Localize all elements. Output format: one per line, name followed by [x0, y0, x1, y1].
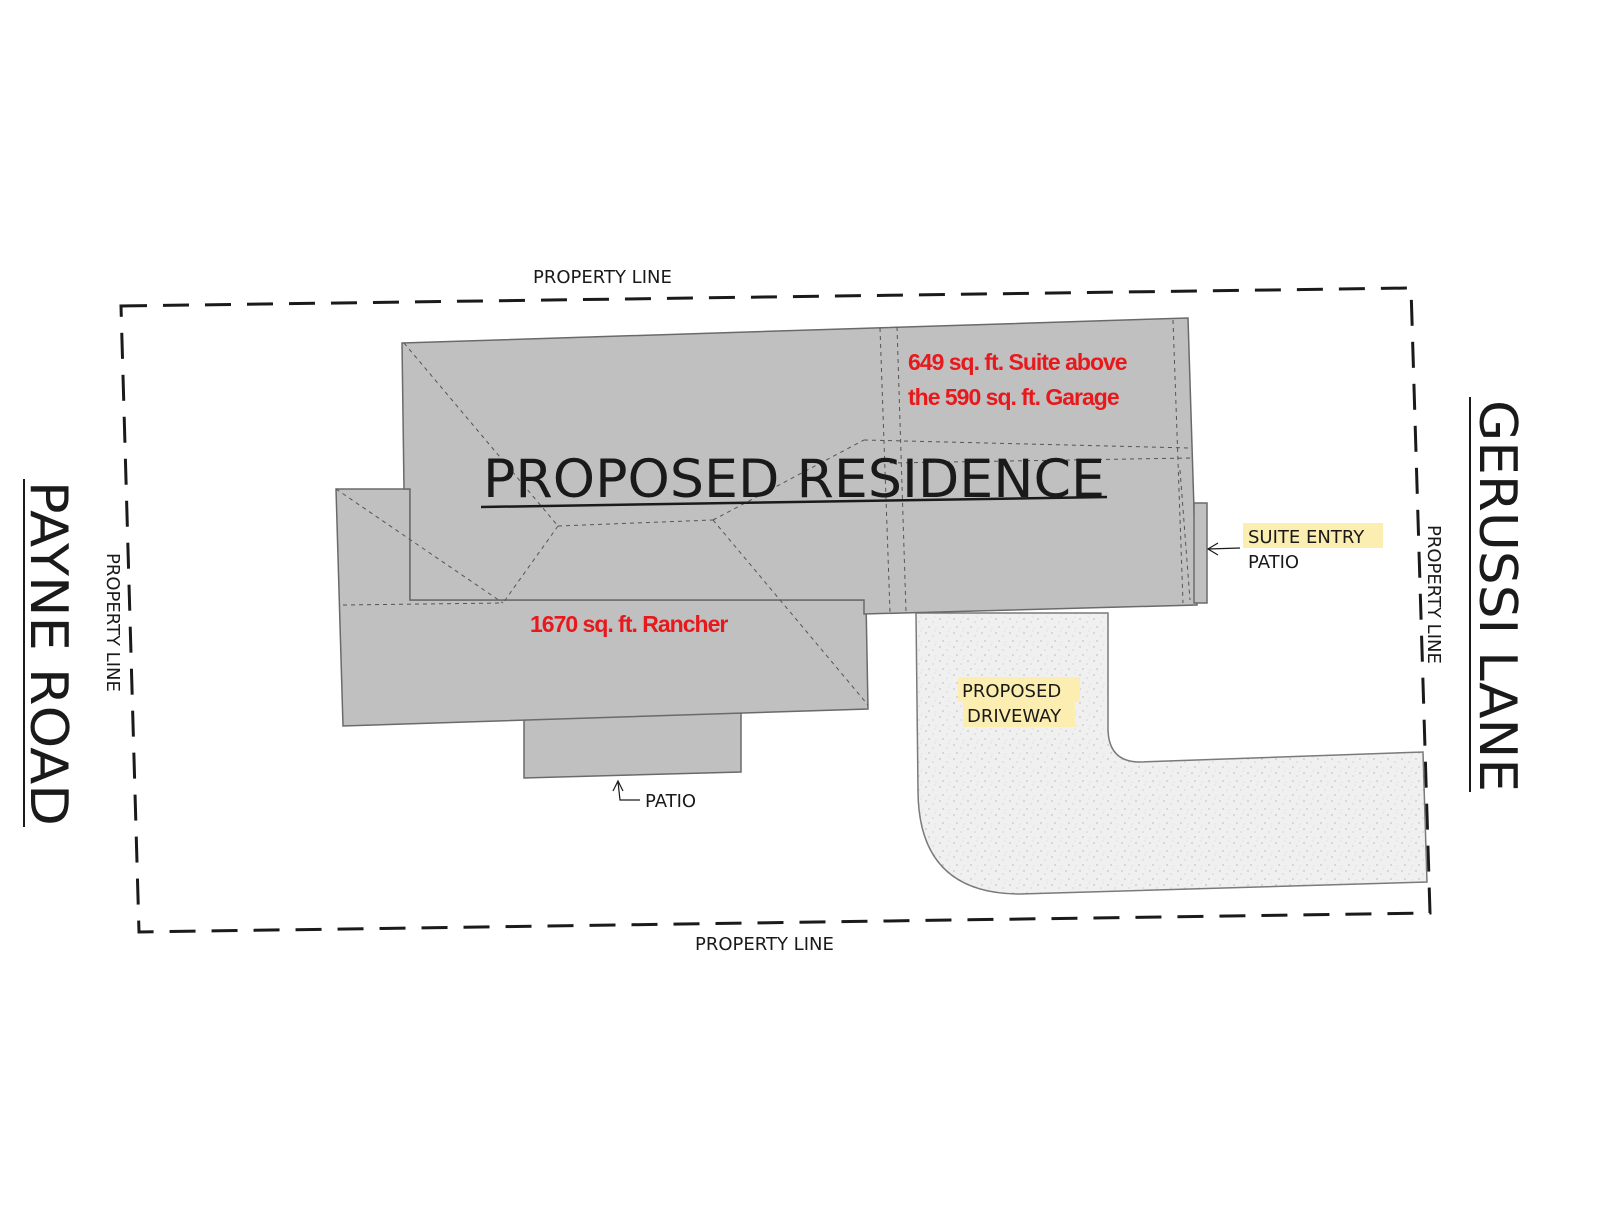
suite-entry-step: [1193, 502, 1208, 604]
suite-entry-label: SUITE ENTRY: [1248, 527, 1365, 548]
driveway-highlight-line2: [963, 702, 1075, 727]
rancher-area-label: 1670 sq. ft. Rancher: [530, 611, 728, 637]
driveway-label-line2: DRIVEWAY: [967, 706, 1062, 727]
road-gerussi: GERUSSI LANE: [1467, 397, 1527, 792]
roof-lines: [335, 319, 1191, 706]
driveway-label-line1: PROPOSED: [962, 681, 1061, 702]
main-body: [401, 317, 1198, 615]
driveway-highlight-line1: [958, 677, 1080, 702]
property-line-bottom-label: PROPERTY LINE: [695, 934, 834, 955]
rear-patio-label: PATIO: [645, 791, 696, 812]
property-line-top-label: PROPERTY LINE: [533, 267, 672, 288]
property-line-left-label: PROPERTY LINE: [102, 553, 123, 692]
rear-patio-arrow: [612, 779, 640, 801]
rear-patio-slab: [523, 711, 742, 779]
suite-entry-arrow: [1206, 542, 1241, 556]
road-payne: PAYNE ROAD: [18, 479, 78, 827]
suite-area-line2: the 590 sq. ft. Garage: [908, 384, 1119, 410]
property-boundary: [119, 286, 1432, 934]
plan-title-underline: [480, 495, 1108, 509]
suite-entry-highlight: [1243, 523, 1383, 548]
property-line-right-label: PROPERTY LINE: [1423, 525, 1444, 664]
suite-entry-patio-label: PATIO: [1248, 552, 1299, 573]
suite-area-line1: 649 sq. ft. Suite above: [908, 349, 1127, 375]
road-label-gerussi: GERUSSI LANE: [1467, 400, 1527, 792]
proposed-driveway: [915, 612, 1428, 895]
road-label-payne: PAYNE ROAD: [18, 481, 78, 826]
residence-footprint: [335, 317, 1208, 779]
